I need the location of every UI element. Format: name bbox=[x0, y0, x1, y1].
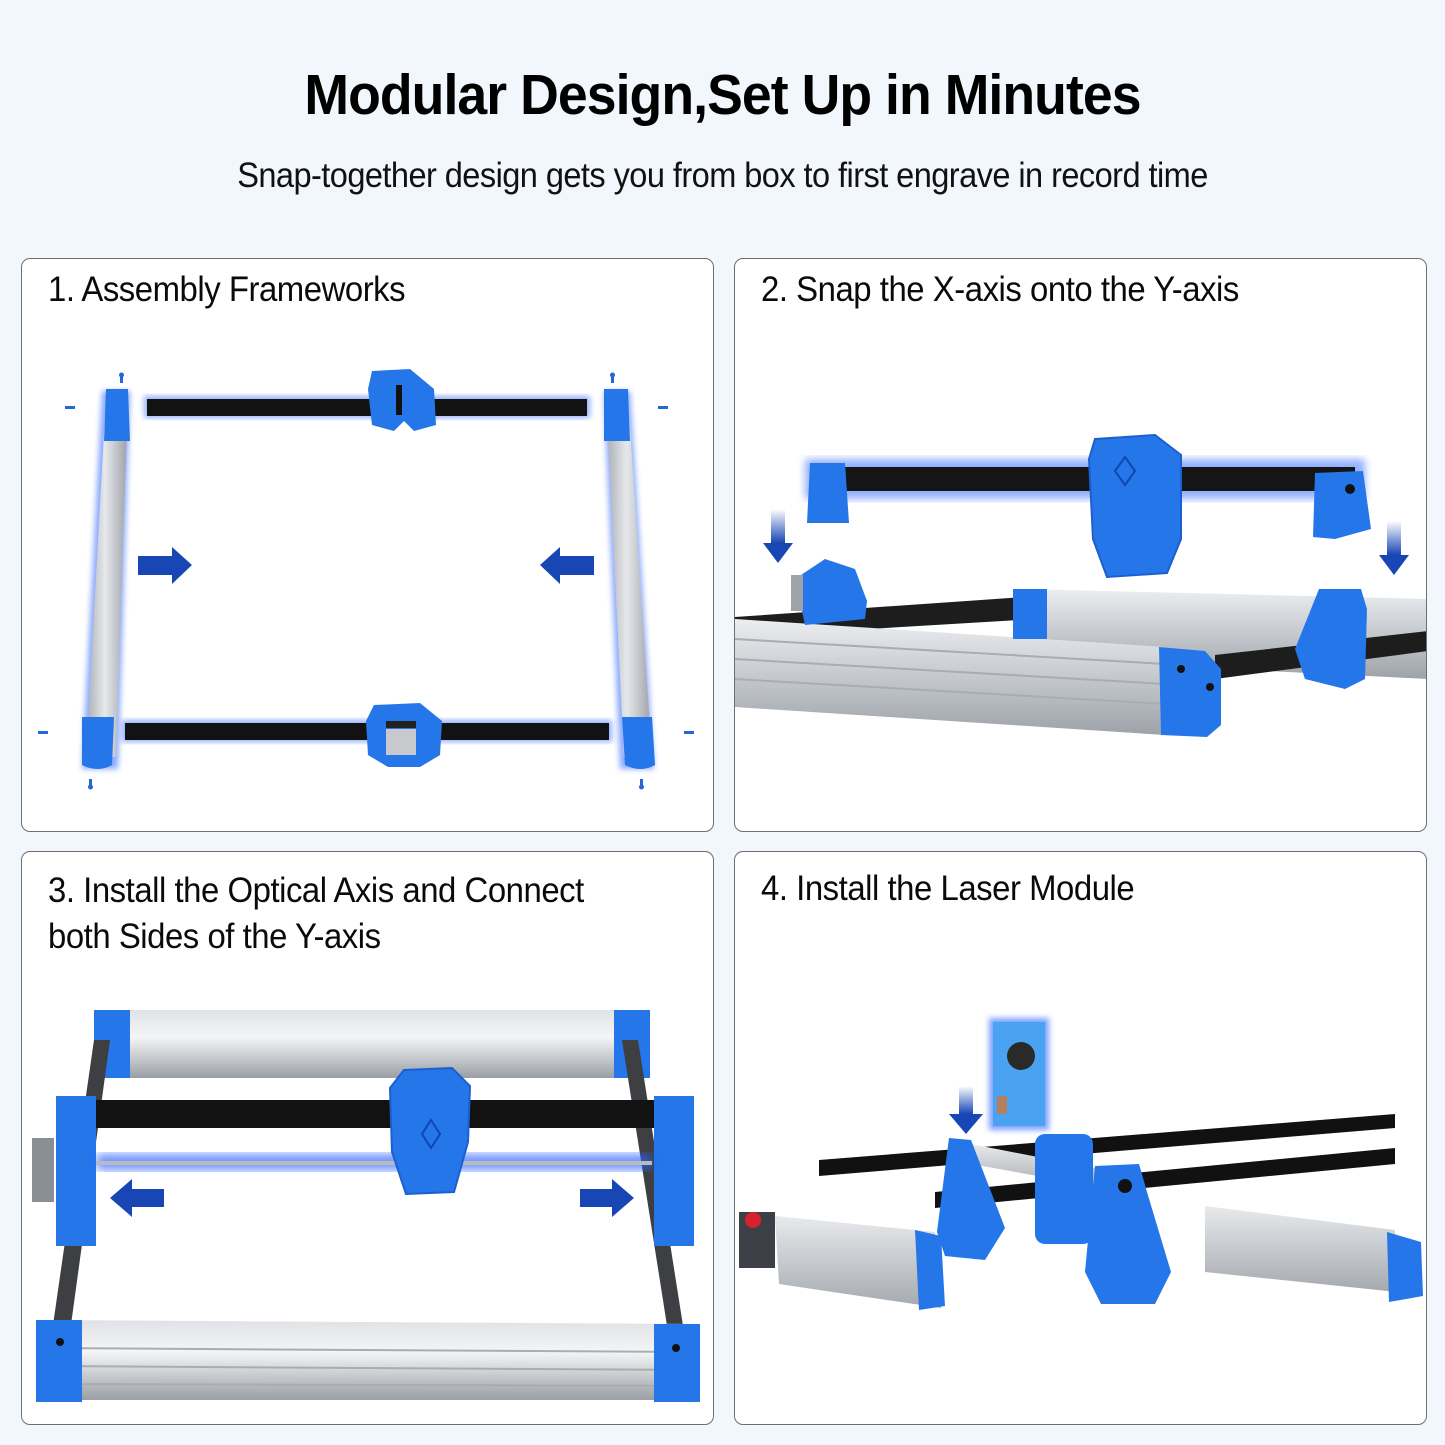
step-2-title: 2. Snap the X-axis onto the Y-axis bbox=[761, 270, 1239, 309]
arrow-down-icon bbox=[949, 1086, 983, 1134]
page-subtitle: Snap-together design gets you from box t… bbox=[237, 156, 1208, 195]
step-1-title: 1. Assembly Frameworks bbox=[48, 270, 406, 309]
bottom-x-rail bbox=[122, 703, 612, 767]
arrow-right-icon bbox=[580, 1179, 634, 1217]
step-card-4: 4. Install the Laser Module bbox=[734, 851, 1427, 1425]
page-title: Modular Design,Set Up in Minutes bbox=[304, 63, 1141, 127]
laser-module-illustration bbox=[739, 1018, 1423, 1310]
step-card-1: 1. Assembly Frameworks bbox=[21, 258, 714, 832]
step-card-3: 3. Install the Optical Axis and Connect … bbox=[21, 851, 714, 1425]
top-x-rail bbox=[144, 369, 590, 431]
step-3-title-line-1: 3. Install the Optical Axis and Connect bbox=[48, 871, 584, 910]
screw-icons bbox=[38, 372, 694, 790]
x-axis-assembly bbox=[805, 433, 1371, 579]
arrow-down-icon bbox=[1379, 521, 1409, 575]
step-4-title: 4. Install the Laser Module bbox=[761, 869, 1135, 908]
step-card-2: 2. Snap the X-axis onto the Y-axis bbox=[734, 258, 1427, 832]
arrow-down-icon bbox=[763, 509, 793, 563]
arrow-left-icon bbox=[540, 547, 594, 584]
snap-x-axis-illustration bbox=[735, 433, 1426, 737]
left-y-rail bbox=[82, 389, 130, 769]
step-3-title: 3. Install the Optical Axis and Connect … bbox=[48, 868, 650, 960]
step-3-title-line-2: both Sides of the Y-axis bbox=[48, 917, 381, 956]
arrow-left-icon bbox=[110, 1179, 164, 1217]
arrow-right-icon bbox=[138, 547, 192, 584]
right-y-rail bbox=[604, 389, 655, 769]
exploded-frame-illustration bbox=[38, 369, 694, 790]
laser-module bbox=[989, 1018, 1049, 1130]
optical-axis-illustration bbox=[32, 1010, 701, 1402]
